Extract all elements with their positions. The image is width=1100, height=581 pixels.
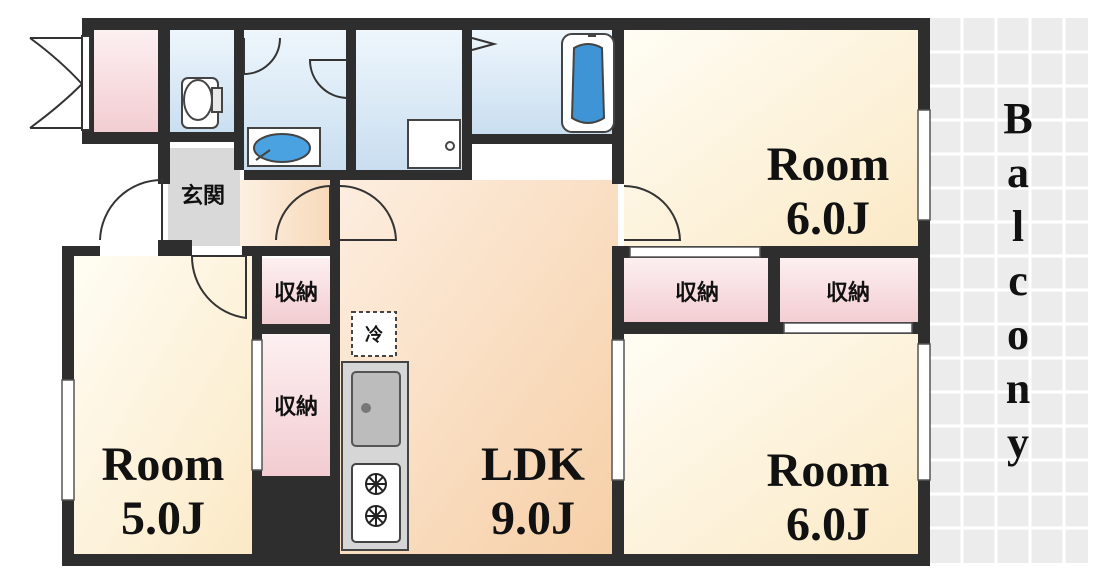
fridge-space bbox=[351, 311, 397, 357]
balcony-letter: c bbox=[1008, 256, 1028, 305]
room-ne-name: Room bbox=[766, 138, 890, 191]
balcony-letter: o bbox=[1007, 310, 1029, 359]
room-ne-label: Room 6.0J bbox=[740, 136, 916, 248]
windows bbox=[61, 109, 931, 501]
balcony-letter: n bbox=[1005, 364, 1031, 413]
closet-right-floor bbox=[778, 256, 918, 326]
faucet-icon bbox=[361, 403, 371, 413]
closet-mid-floor bbox=[624, 256, 770, 326]
balcony-letter: l bbox=[1011, 202, 1025, 251]
room-se-floor bbox=[624, 332, 920, 554]
room-se-size: 6.0J bbox=[786, 498, 870, 551]
balcony-letter: B bbox=[1003, 94, 1033, 143]
balcony-label: B a l c o n y bbox=[988, 92, 1048, 470]
washing-machine-pan-icon bbox=[407, 119, 461, 169]
stove-icon bbox=[351, 463, 401, 543]
ldk-label: LDK 9.0J bbox=[448, 436, 618, 548]
fridge-label: 冷 bbox=[365, 325, 383, 346]
entrance-floor bbox=[168, 148, 240, 246]
washbasin-icon bbox=[247, 127, 321, 167]
balcony-letter: y bbox=[1007, 418, 1029, 467]
burner-icon bbox=[365, 473, 387, 527]
room-ne-size: 6.0J bbox=[786, 192, 870, 245]
ldk-size: 9.0J bbox=[491, 492, 575, 545]
toilet-icon bbox=[181, 77, 223, 129]
closet-mid-label: 収納 bbox=[674, 281, 719, 306]
ldk-name: LDK bbox=[480, 438, 585, 491]
room-ne-floor bbox=[624, 30, 920, 248]
closet-right-label: 収納 bbox=[825, 281, 870, 306]
room-west-label: Room 5.0J bbox=[74, 436, 252, 548]
room-west-floor bbox=[72, 256, 252, 554]
sink-icon bbox=[351, 371, 401, 447]
room-west-size: 5.0J bbox=[121, 492, 205, 545]
closet-small-label: 収納 bbox=[273, 281, 318, 306]
room-west-name: Room bbox=[101, 438, 225, 491]
balcony-letter: a bbox=[1007, 148, 1029, 197]
room-se-name: Room bbox=[766, 444, 890, 497]
kitchen-counter bbox=[341, 361, 409, 551]
shoe-storage bbox=[92, 30, 158, 134]
closet-small-floor bbox=[262, 258, 330, 324]
hallway-floor bbox=[240, 180, 336, 246]
doors bbox=[29, 35, 682, 320]
closet-tall-floor bbox=[262, 334, 330, 476]
room-se-label: Room 6.0J bbox=[740, 442, 916, 554]
closet-tall-label: 収納 bbox=[273, 395, 318, 420]
entrance-label: 玄関 bbox=[180, 184, 225, 209]
balcony bbox=[928, 18, 1088, 563]
bathtub-icon bbox=[561, 33, 615, 133]
